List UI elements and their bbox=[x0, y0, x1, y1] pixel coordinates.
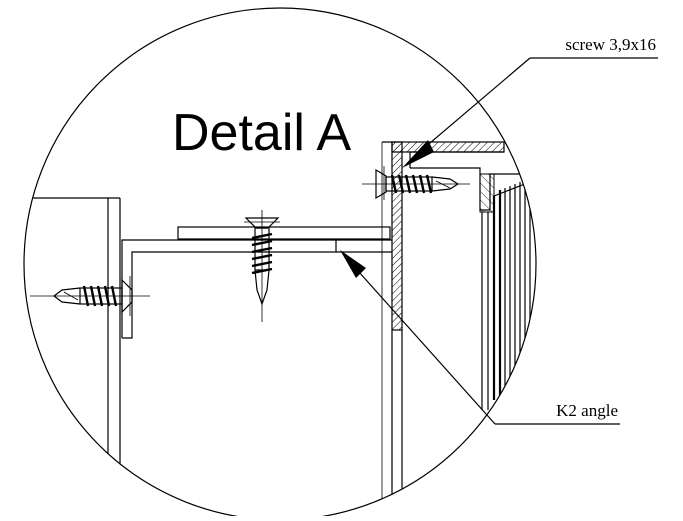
screw-center bbox=[244, 210, 280, 322]
title-background bbox=[170, 96, 378, 158]
angle-callout-label: K2 angle bbox=[556, 401, 618, 420]
screw-callout-label: screw 3,9x16 bbox=[565, 35, 656, 54]
screw-leader-arrowhead bbox=[402, 140, 434, 168]
detail-title: Detail A bbox=[172, 104, 352, 162]
right-post-section bbox=[381, 141, 520, 516]
left-wall-panel bbox=[24, 197, 121, 470]
right-panel-stack bbox=[481, 181, 531, 410]
k2-angle-profile bbox=[121, 226, 392, 339]
angle-leader bbox=[340, 250, 620, 425]
angle-leader-arrowhead bbox=[340, 250, 366, 278]
detail-circle bbox=[23, 7, 537, 521]
screw-left bbox=[30, 276, 150, 316]
screw-leader bbox=[402, 57, 658, 168]
screw-right bbox=[362, 166, 470, 200]
